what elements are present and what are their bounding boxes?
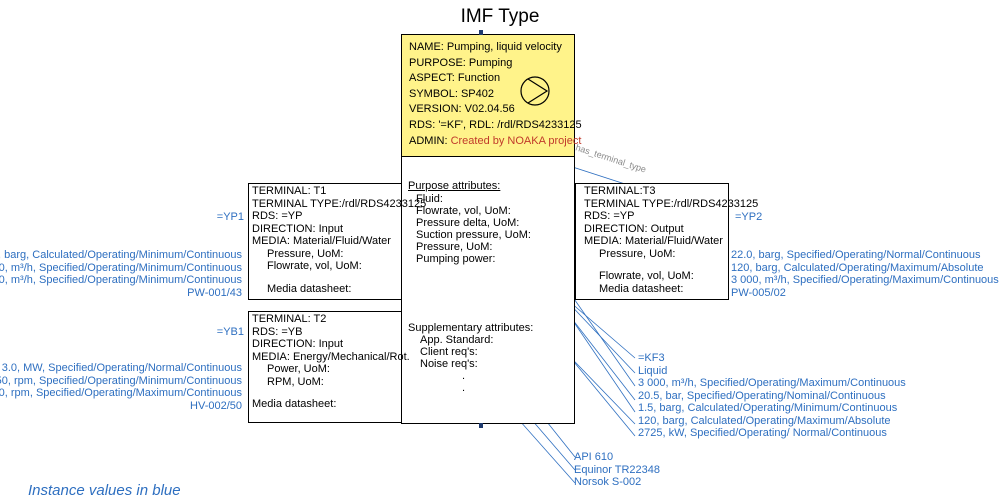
top-connection-marker [479,30,483,35]
t3-line-direction: DIRECTION: Output [584,222,684,235]
t2-rpm-min-value: 150, rpm, Specified/Operating/Minimum/Co… [0,374,242,387]
instance-pressure: 120, barg, Calculated/Operating/Maximum/… [638,414,891,427]
arrow-label: has_terminal_type [574,142,647,174]
t3-pressure-value: 22.0, barg, Specified/Operating/Normal/C… [731,249,981,261]
t3-line-datasheet: Media datasheet: [599,282,684,295]
instance-values-list: =KF3 Liquid 3 000, m³/h, Specified/Opera… [638,352,906,440]
supp-norsok-s002: Norsok S-002 [574,476,642,488]
attr-flowrate: Flowrate, vol, UoM: [416,204,511,217]
admin-value: Created by NOAKA project [450,134,582,147]
attr-app-standard: App. Standard: [420,334,494,347]
instance-liquid: Liquid [638,364,668,377]
t1-pressure-value: 1.5, barg, Calculated/Operating/Minimum/… [0,249,242,261]
t2-rds-value: =YB1 [216,326,244,338]
instance-suction-pressure: 1.5, barg, Calculated/Operating/Minimum/… [638,402,898,414]
t2-power-value: 3.0, MW, Specified/Operating/Normal/Cont… [1,362,242,374]
t3-pressure-max-value: 120, barg, Calculated/Operating/Maximum/… [731,261,984,274]
terminal-t3-box: TERMINAL:T3 TERMINAL TYPE:/rdl/RDS423312… [575,183,759,300]
version-line: VERSION: V02.04.56 [409,103,515,116]
t1-flowrate-value: 3 000, m³/h, Specified/Operating/Minimum… [0,261,242,274]
t1-line-pressure: Pressure, UoM: [267,247,344,260]
instance-pressure-delta: 20.5, bar, Specified/Operating/Nominal/C… [638,389,886,402]
t1-line-type: TERMINAL TYPE:/rdl/RDS4233125 [252,197,427,210]
instance-pumping-power: 2725, kW, Specified/Operating/ Normal/Co… [638,427,887,439]
purpose-line: PURPOSE: Pumping [409,56,513,69]
t2-rpm-max-value: 3000, rpm, Specified/Operating/Maximum/C… [0,387,242,399]
terminal-t2-box: TERMINAL: T2 RDS: =YB DIRECTION: Input M… [248,311,410,423]
attr-noise-req: Noise req's: [420,358,478,371]
aspect-line: ASPECT: Function [409,72,501,85]
t1-line-rds: RDS: =YP [252,210,303,222]
t2-line-rds: RDS: =YB [252,325,303,338]
t1-datasheet-value: PW-001/43 [187,286,242,299]
t1-line-media: MEDIA: Material/Fluid/Water [252,235,391,247]
t3-datasheet-value: PW-005/02 [731,286,786,299]
footer-note: Instance values in blue [28,482,181,499]
ellipsis-dot-1: . [462,370,466,383]
t3-rds-value: =YP2 [735,211,763,223]
t3-line-type: TERMINAL TYPE:/rdl/RDS4233125 [584,197,759,210]
rds-line: RDS: '=KF', RDL: /rdl/RDS4233125 [409,118,582,131]
t1-values: 1.5, barg, Calculated/Operating/Minimum/… [0,249,242,299]
attr-pressure: Pressure, UoM: [416,240,493,253]
admin-label: ADMIN: [409,134,451,147]
t2-datasheet-value: HV-002/50 [190,399,242,412]
t1-line-datasheet: Media datasheet: [267,282,352,295]
instance-kf3: =KF3 [638,352,665,364]
attr-suction-pressure: Suction pressure, UoM: [416,228,531,241]
t2-values: 3.0, MW, Specified/Operating/Normal/Cont… [0,362,242,412]
bottom-connection-marker [479,423,483,428]
t1-line-terminal: TERMINAL: T1 [252,185,327,197]
symbol-line: SYMBOL: SP402 [409,87,494,100]
t2-line-rpm: RPM, UoM: [267,375,324,388]
t2-line-media: MEDIA: Energy/Mechanical/Rot. [252,350,410,363]
pump-symbol-icon [520,76,550,106]
t3-line-media: MEDIA: Material/Fluid/Water [584,235,723,247]
attr-client-req: Client req's: [420,346,478,359]
name-line: NAME: Pumping, liquid velocity [409,41,562,53]
admin-line: ADMIN: Created by NOAKA project [409,134,581,150]
ellipsis-dot-2: . [462,382,466,395]
attr-pressure-delta: Pressure delta, UoM: [416,216,520,229]
supplementary-attributes-heading: Supplementary attributes: [408,321,534,334]
t1-flowrate-min-value: 700, m³/h, Specified/Operating/Minimum/C… [0,274,242,286]
t2-line-terminal: TERMINAL: T2 [252,313,327,325]
t3-line-pressure: Pressure, UoM: [599,247,676,260]
t3-line-rds: RDS: =YP [584,210,635,222]
attributes-box: Purpose attributes: Fluid: Flowrate, vol… [401,156,575,424]
instance-flowrate: 3 000, m³/h, Specified/Operating/Maximum… [638,377,906,389]
t2-line-power: Power, UoM: [267,363,330,375]
diagram-title: IMF Type [460,6,540,27]
supplementary-values-list: API 610 Equinor TR22348 Norsok S-002 [574,451,660,489]
attr-pumping-power: Pumping power: [416,252,496,265]
purpose-attributes-heading: Purpose attributes: [408,180,501,192]
t3-flowrate-value: 3 000, m³/h, Specified/Operating/Maximum… [731,274,999,286]
attr-fluid: Fluid: [416,192,443,205]
t3-line-terminal: TERMINAL:T3 [584,185,656,197]
terminal-t1-box: TERMINAL: T1 TERMINAL TYPE:/rdl/RDS42331… [248,183,427,300]
t1-line-flowrate: Flowrate, vol, UoM: [267,260,362,272]
t3-values: 22.0, barg, Specified/Operating/Normal/C… [731,249,999,299]
t2-line-direction: DIRECTION: Input [252,338,344,350]
t1-rds-value: =YP1 [216,211,244,223]
supp-equinor-tr22348: Equinor TR22348 [574,463,661,476]
t1-line-direction: DIRECTION: Input [252,222,344,235]
imf-header-box: NAME: Pumping, liquid velocity PURPOSE: … [401,34,582,157]
t3-line-flowrate: Flowrate, vol, UoM: [599,270,694,282]
t2-line-datasheet: Media datasheet: [252,398,337,410]
supp-api-610: API 610 [574,451,614,463]
